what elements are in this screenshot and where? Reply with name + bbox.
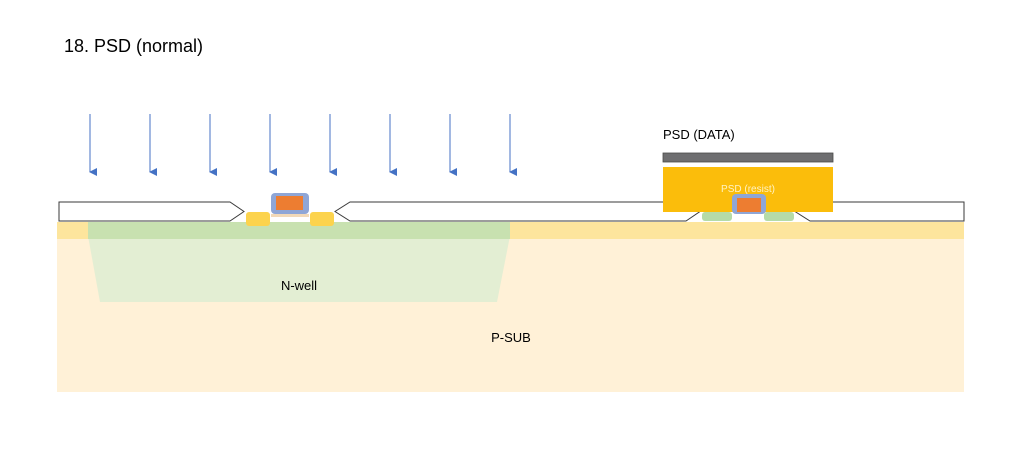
psd-resist-label: PSD (resist) xyxy=(721,184,775,195)
p-sub-label: P-SUB xyxy=(491,330,531,345)
slide-title: 18. PSD (normal) xyxy=(64,36,204,56)
implant-arrows xyxy=(89,114,517,176)
psd-mask-bar xyxy=(662,152,834,163)
nmos-ldd-left xyxy=(702,212,732,221)
nmos-gate-poly xyxy=(737,198,761,212)
n-well-label: N-well xyxy=(281,278,317,293)
pmos-drain-region xyxy=(310,212,334,226)
field-oxide-center xyxy=(334,201,701,222)
pmos-gate-poly xyxy=(276,196,303,210)
nmos-ldd-right xyxy=(764,212,794,221)
n-well-surface-layer xyxy=(88,222,510,239)
psd-data-label: PSD (DATA) xyxy=(663,127,735,142)
pmos-source-region xyxy=(246,212,270,226)
n-well-region xyxy=(88,236,510,302)
pmos-gate-oxide xyxy=(271,214,309,217)
field-oxide-left xyxy=(58,201,245,222)
